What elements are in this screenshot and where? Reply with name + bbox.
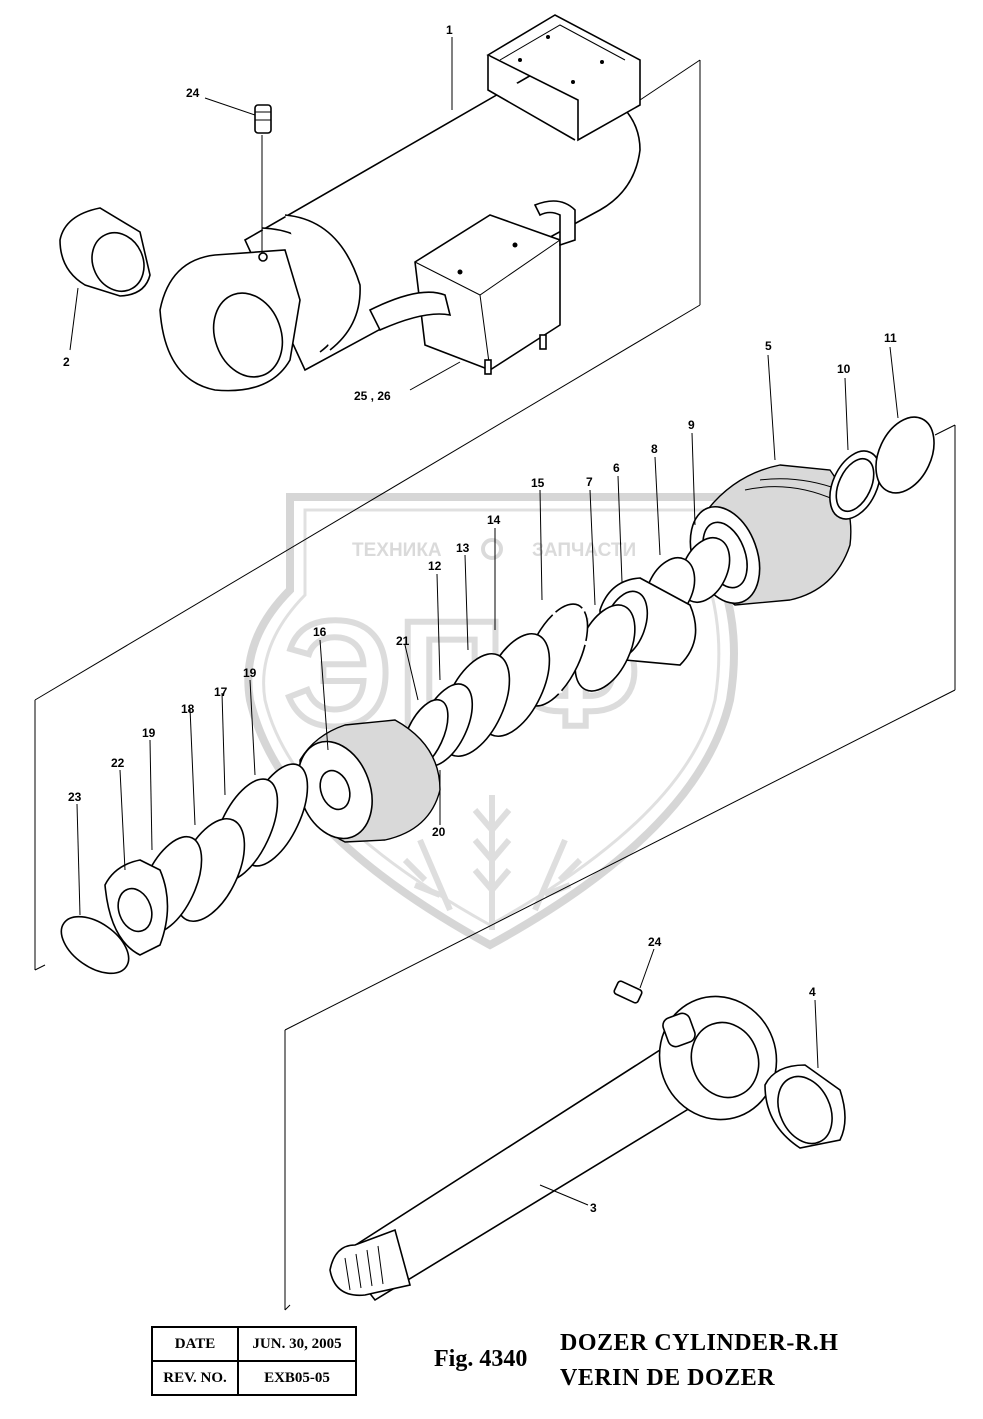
callout-14: 14 (487, 513, 501, 527)
callout-8: 8 (651, 442, 658, 456)
callout-11: 11 (884, 331, 897, 345)
rev-value: EXB05-05 (237, 1360, 357, 1396)
piston-part-16 (297, 719, 441, 843)
callout-2: 2 (63, 355, 70, 369)
date-value: JUN. 30, 2005 (237, 1326, 357, 1362)
date-label: DATE (151, 1326, 239, 1362)
callout-12: 12 (428, 559, 442, 573)
callout-4: 4 (809, 985, 816, 999)
ring-part-11 (875, 416, 935, 494)
watermark-wheat-icon (402, 795, 583, 930)
piston-rod-part-3 (329, 995, 778, 1302)
callout-5: 5 (765, 339, 772, 353)
frame-lines (34, 59, 956, 1311)
callout-7: 7 (586, 475, 593, 489)
leader-lines (69, 37, 899, 1206)
callout-25-26: 25 , 26 (354, 389, 391, 403)
figure-number: Fig. 4340 (434, 1346, 528, 1372)
revision-title-block: DATE JUN. 30, 2005 REV. NO. EXB05-05 (151, 1326, 357, 1396)
callout-16: 16 (313, 625, 327, 639)
watermark-top-left: ТЕХНИКА (352, 540, 442, 561)
bushing-part-2 (59, 207, 151, 297)
callout-21: 21 (396, 634, 410, 648)
callout-13: 13 (456, 541, 470, 555)
callout-24-bottom: 24 (648, 935, 662, 949)
callout-17: 17 (214, 685, 228, 699)
rev-label: REV. NO. (151, 1360, 239, 1396)
watermark-gear-icon (481, 538, 503, 560)
grease-fitting-part-24-top (254, 104, 272, 134)
callout-1: 1 (446, 23, 453, 37)
cylinder-tube-part (159, 14, 641, 392)
callout-labels: 1 2 24 25 , 26 5 10 11 9 8 6 7 15 14 13 … (63, 23, 897, 1215)
callout-3: 3 (590, 1201, 597, 1215)
snap-ring-part-23 (60, 915, 130, 975)
bushing-part-4 (764, 1064, 846, 1149)
grease-fitting-part-24-bottom (613, 980, 643, 1004)
figure-title-french: VERIN DE DOZER (560, 1365, 776, 1391)
callout-24-top: 24 (186, 86, 200, 100)
callout-15: 15 (531, 476, 545, 490)
callout-23: 23 (68, 790, 82, 804)
figure-title-english: DOZER CYLINDER-R.H (560, 1330, 839, 1356)
watermark-top-right: ЗАПЧАСТИ (532, 540, 636, 561)
callout-10: 10 (837, 362, 851, 376)
nut-part-22 (104, 859, 169, 956)
callout-19-upper: 19 (243, 666, 257, 680)
callout-22: 22 (111, 756, 125, 770)
callout-6: 6 (613, 461, 620, 475)
callout-18: 18 (181, 702, 195, 716)
callout-20: 20 (432, 825, 446, 839)
callout-19-lower: 19 (142, 726, 156, 740)
callout-9: 9 (688, 418, 695, 432)
